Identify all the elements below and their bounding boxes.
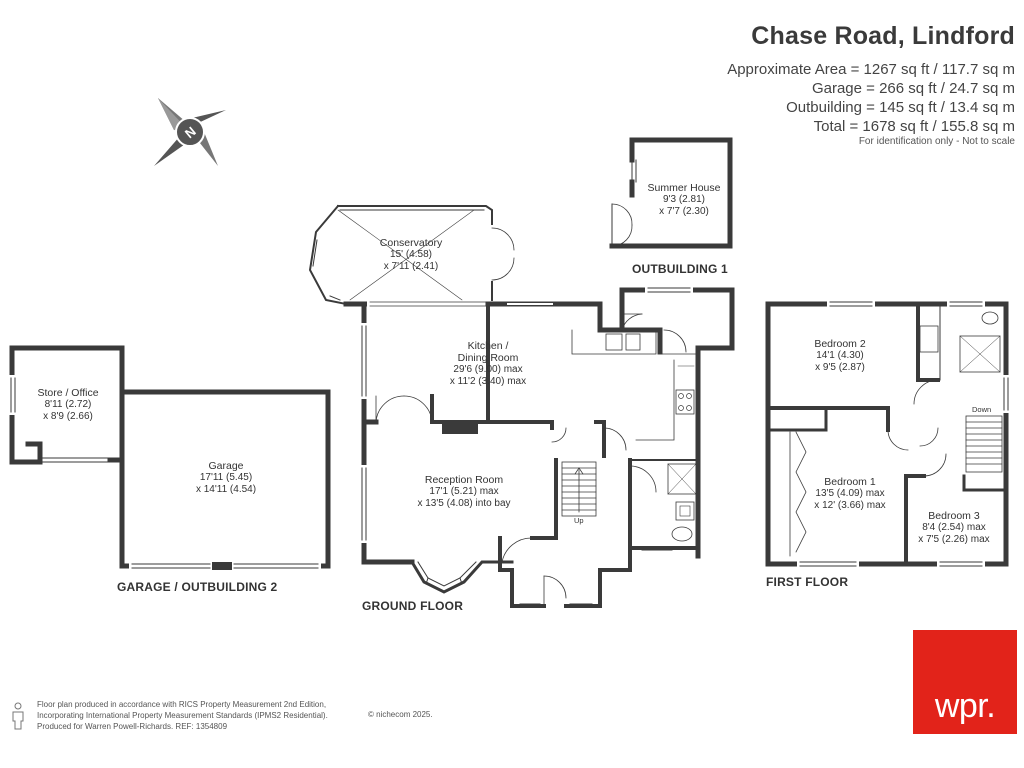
- room-name: Reception Room: [424, 474, 504, 486]
- person-icon: [12, 702, 24, 730]
- property-title: Chase Road, Lindford: [751, 22, 1015, 50]
- room-dimension: 8'4 (2.54) max: [922, 522, 986, 533]
- room-dimension: 13'5 (4.09) max: [815, 488, 885, 499]
- room-name: Conservatory: [379, 237, 443, 249]
- compass-icon: N: [154, 98, 226, 166]
- room-dimension: x 7'7 (2.30): [659, 206, 709, 217]
- room-dimension: x 13'5 (4.08) into bay: [417, 498, 511, 509]
- room-dimension: x 8'9 (2.66): [43, 411, 93, 422]
- first-floor-walls: [765, 301, 1009, 567]
- room-reception: Reception Room 17'1 (5.21) max x 13'5 (4…: [417, 474, 510, 510]
- logo-text: wpr.: [934, 687, 996, 725]
- store-office-walls: [9, 345, 125, 465]
- room-kitchen-dining: Kitchen / Dining Room 29'6 (9.00) max x …: [450, 340, 526, 388]
- floor-label-ground: GROUND FLOOR: [362, 599, 464, 613]
- garage-walls: [119, 389, 331, 570]
- footer-disclaimer: Floor plan produced in accordance with R…: [37, 699, 328, 732]
- wpr-logo: wpr.: [913, 630, 1017, 734]
- room-name: Kitchen /: [467, 340, 509, 352]
- footer-line-3: Produced for Warren Powell-Richards. REF…: [37, 722, 228, 731]
- floor-label-garage-outbuilding-2: GARAGE / OUTBUILDING 2: [117, 580, 278, 594]
- approximate-area: Approximate Area = 1267 sq ft / 117.7 sq…: [727, 61, 1015, 78]
- summer-house-walls: [609, 137, 733, 249]
- room-dimension: 17'11 (5.45): [199, 472, 253, 483]
- room-name: Garage: [208, 460, 244, 472]
- room-dimension: 8'11 (2.72): [44, 399, 92, 410]
- scale-note: For identification only - Not to scale: [858, 136, 1015, 147]
- room-dimension: x 9'5 (2.87): [815, 362, 865, 373]
- floor-label-outbuilding-1: OUTBUILDING 1: [632, 262, 728, 276]
- room-dimension: x 14'11 (4.54): [195, 484, 257, 495]
- room-conservatory: Conservatory 15' (4.58) x 7'11 (2.41): [380, 237, 442, 273]
- room-dimension: x 12' (3.66) max: [814, 500, 886, 511]
- room-name: Store / Office: [37, 387, 99, 399]
- garage-area: Garage = 266 sq ft / 24.7 sq m: [811, 80, 1015, 97]
- floor-label-first: FIRST FLOOR: [766, 575, 849, 589]
- room-dimension: 17'1 (5.21) max: [429, 486, 499, 497]
- room-store-office: Store / Office 8'11 (2.72) x 8'9 (2.66): [37, 387, 98, 423]
- room-bedroom-2: Bedroom 2 14'1 (4.30) x 9'5 (2.87): [814, 338, 865, 374]
- room-summer-house: Summer House 9'3 (2.81) x 7'7 (2.30): [648, 182, 721, 218]
- footer-line-1: Floor plan produced in accordance with R…: [37, 700, 327, 709]
- stairs-down-label: Down: [972, 405, 992, 414]
- room-dimension: x 7'11 (2.41): [383, 261, 439, 272]
- room-dimension: x 11'2 (3.40) max: [449, 376, 527, 387]
- room-name: Bedroom 1: [824, 476, 876, 488]
- conservatory-walls: [308, 204, 515, 306]
- room-name: Bedroom 3: [928, 510, 980, 522]
- area-summary: Approximate Area = 1267 sq ft / 117.7 sq…: [727, 60, 1015, 136]
- room-bedroom-3: Bedroom 3 8'4 (2.54) max x 7'5 (2.26) ma…: [918, 510, 989, 546]
- room-name: Bedroom 2: [814, 338, 866, 350]
- room-name: Dining Room: [457, 352, 519, 364]
- room-dimension: 14'1 (4.30): [816, 350, 864, 361]
- footer-line-2: Incorporating International Property Mea…: [37, 711, 328, 720]
- room-name: Summer House: [647, 182, 721, 194]
- room-dimension: 29'6 (9.00) max: [453, 364, 523, 375]
- footer-copyright: © nichecom 2025.: [368, 710, 433, 719]
- room-garage: Garage 17'11 (5.45) x 14'11 (4.54): [196, 460, 256, 496]
- stairs-up-label: Up: [574, 516, 584, 525]
- ground-floor-walls: [343, 287, 735, 608]
- outbuilding-area: Outbuilding = 145 sq ft / 13.4 sq m: [786, 99, 1015, 116]
- total-area: Total = 1678 sq ft / 155.8 sq m: [813, 118, 1015, 135]
- room-bedroom-1: Bedroom 1 13'5 (4.09) max x 12' (3.66) m…: [814, 476, 885, 512]
- room-dimension: x 7'5 (2.26) max: [918, 534, 990, 545]
- room-dimension: 9'3 (2.81): [663, 194, 705, 205]
- room-dimension: 15' (4.58): [390, 249, 432, 260]
